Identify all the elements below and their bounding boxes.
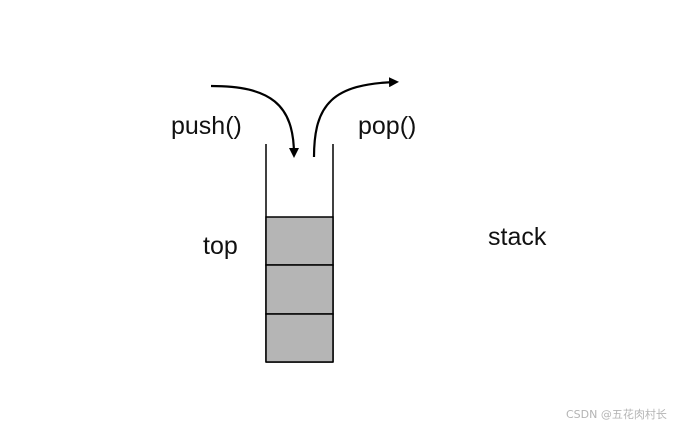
stack-element [265, 313, 334, 363]
push-label: push() [171, 112, 242, 140]
stack-element [265, 264, 334, 315]
stack-elements [265, 216, 334, 363]
top-label: top [203, 232, 238, 260]
stack-label: stack [488, 223, 547, 251]
pop-arrow [312, 77, 399, 158]
watermark: CSDN @五花肉村长 [566, 408, 667, 421]
stack-element [265, 216, 334, 266]
pop-label: pop() [358, 112, 417, 140]
push-arrow [210, 84, 299, 158]
